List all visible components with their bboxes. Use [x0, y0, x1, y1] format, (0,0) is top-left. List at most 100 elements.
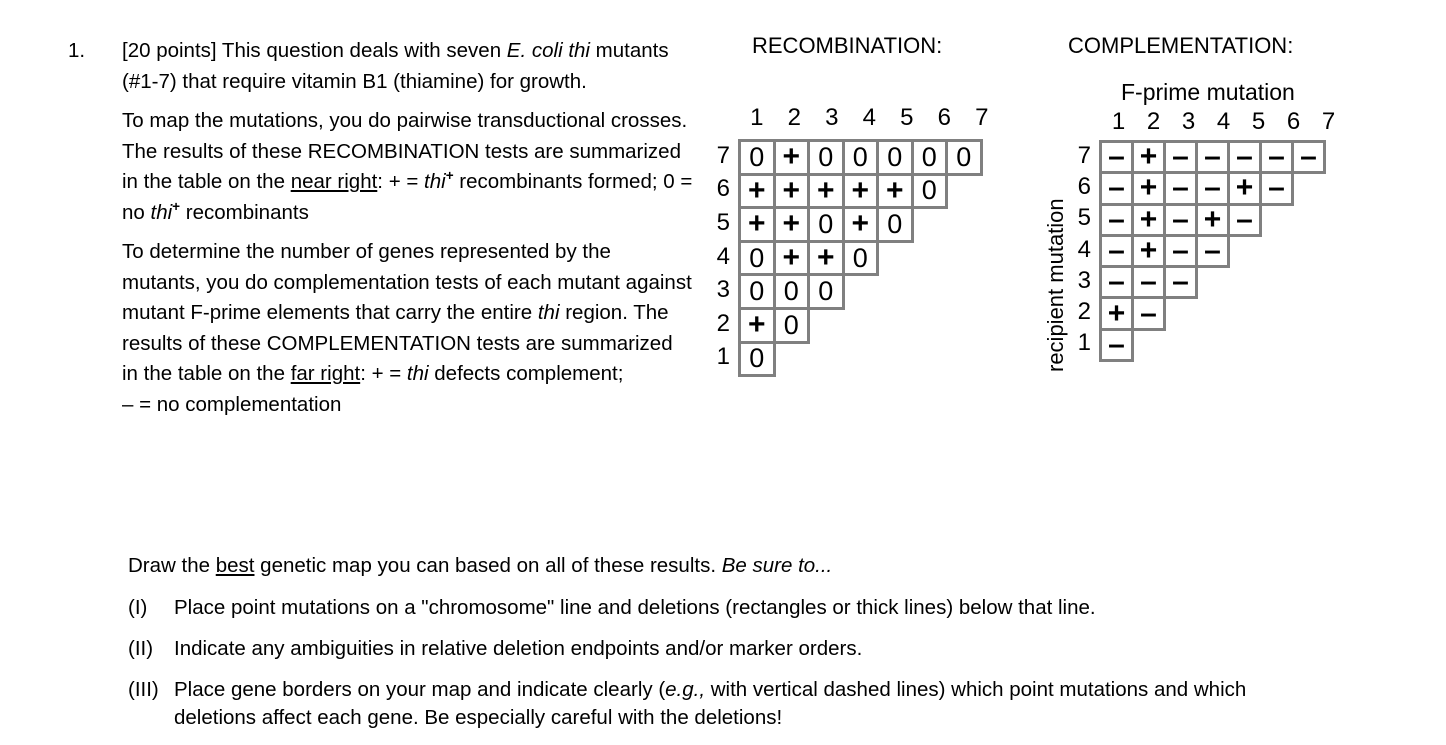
paragraph-recombination-desc-run-3: thi [424, 170, 446, 193]
recombination-cell-3-2[interactable]: 0 [772, 273, 810, 310]
recombination-cell-6-6[interactable]: 0 [910, 172, 948, 210]
complementation-row-label-1: 1 [1077, 329, 1091, 357]
recombination-cell-7-7[interactable]: 0 [945, 139, 983, 176]
complementation-row-label-2: 2 [1077, 298, 1091, 326]
recombination-cell-3-3[interactable]: 0 [807, 273, 845, 310]
complementation-cell-5-2[interactable]: + [1131, 202, 1166, 237]
paragraph-recombination-desc: To map the mutations, you do pairwise tr… [122, 106, 694, 228]
paragraph-complementation-desc: To determine the number of genes represe… [122, 237, 694, 420]
recombination-row-cells-6: +++++0 [738, 172, 948, 210]
complementation-column-header-4: 4 [1216, 108, 1231, 135]
instruction-item-label-2: (II) [128, 637, 154, 660]
complementation-cell-1-1[interactable]: – [1099, 327, 1134, 363]
recombination-title: RECOMBINATION: [752, 33, 943, 58]
complementation-cell-2-2[interactable]: – [1131, 296, 1166, 331]
complementation-row-label-5: 5 [1077, 204, 1091, 232]
recombination-cell-5-3[interactable]: 0 [807, 206, 845, 243]
complementation-row-1: 1– [1065, 327, 1323, 363]
recombination-cell-6-5[interactable]: + [876, 172, 914, 210]
recombination-cell-5-4[interactable]: + [841, 206, 879, 243]
complementation-cell-5-4[interactable]: + [1195, 202, 1230, 237]
recombination-cell-7-4[interactable]: 0 [841, 139, 879, 176]
complementation-cell-4-2[interactable]: + [1131, 233, 1166, 269]
complementation-row-cells-4: –+–– [1099, 233, 1230, 269]
recombination-cell-7-2[interactable]: + [772, 139, 810, 176]
complementation-cell-7-5[interactable]: – [1227, 140, 1262, 175]
complementation-row-label-4: 4 [1077, 235, 1091, 263]
paragraph-complementation-desc-run-7: – = no complementation [122, 392, 342, 416]
recombination-cell-2-2[interactable]: 0 [772, 306, 810, 344]
recombination-cell-5-1[interactable]: + [738, 206, 776, 243]
complementation-row-label-3: 3 [1077, 266, 1091, 294]
complementation-cell-2-1[interactable]: + [1099, 296, 1134, 331]
paragraph-intro-run-1: E. coli thi [506, 39, 590, 62]
complementation-grid: 7–+–––––6–+––+–5–+–+–4–+––3–––2+–1– [1065, 140, 1326, 363]
paragraph-recombination-desc-run-5: recombinants formed; 0 = no [122, 170, 693, 224]
paragraph-recombination-desc-run-7: + [172, 198, 181, 214]
recombination-cell-7-5[interactable]: 0 [876, 139, 914, 176]
complementation-cell-6-5[interactable]: + [1227, 171, 1262, 206]
complementation-cell-7-2[interactable]: + [1131, 140, 1166, 175]
complementation-cell-7-4[interactable]: – [1195, 140, 1230, 175]
complementation-cell-4-4[interactable]: – [1195, 233, 1230, 269]
complementation-cell-6-4[interactable]: – [1195, 171, 1230, 206]
recombination-cell-6-2[interactable]: + [772, 172, 810, 210]
instruction-item-3: (III)Place gene borders on your map and … [128, 676, 1328, 732]
recombination-row-cells-5: ++0+0 [738, 206, 914, 243]
recombination-row-label-1: 1 [716, 343, 730, 371]
instructions-lead-run-3: Be sure to... [721, 554, 833, 577]
instruction-item-text-1-run-0: Place point mutations on a "chromosome" … [174, 596, 1096, 619]
recombination-cell-6-1[interactable]: + [738, 172, 776, 210]
complementation-row-cells-1: – [1099, 327, 1134, 363]
recombination-row-5: 5++0+0 [700, 206, 980, 243]
complementation-cell-7-1[interactable]: – [1099, 140, 1134, 175]
recombination-cell-7-6[interactable]: 0 [910, 139, 948, 176]
recombination-cell-6-4[interactable]: + [841, 172, 879, 210]
complementation-cell-6-3[interactable]: – [1163, 171, 1198, 206]
complementation-cell-3-1[interactable]: – [1099, 265, 1134, 300]
complementation-cell-6-6[interactable]: – [1259, 171, 1294, 206]
recombination-cell-3-1[interactable]: 0 [738, 273, 776, 310]
complementation-row-4: 4–+–– [1065, 233, 1323, 269]
complementation-cell-6-2[interactable]: + [1131, 171, 1166, 206]
recombination-cell-4-4[interactable]: 0 [841, 239, 879, 277]
recombination-cell-2-1[interactable]: + [738, 306, 776, 344]
recombination-cell-4-1[interactable]: 0 [738, 239, 776, 277]
paragraph-complementation-desc-run-5: thi [406, 362, 429, 385]
complementation-row-7: 7–+––––– [1065, 140, 1326, 175]
question-number: 1. [68, 39, 86, 62]
complementation-cell-7-3[interactable]: – [1163, 140, 1198, 175]
complementation-cell-4-1[interactable]: – [1099, 233, 1134, 269]
complementation-cell-7-7[interactable]: – [1291, 140, 1326, 175]
recombination-cell-5-2[interactable]: + [772, 206, 810, 243]
complementation-row-3: 3––– [1065, 265, 1323, 300]
complementation-cell-3-3[interactable]: – [1163, 265, 1198, 300]
paragraph-complementation-desc-run-6: defects complement; [428, 362, 624, 385]
complementation-cell-6-1[interactable]: – [1099, 171, 1134, 206]
complementation-cell-4-3[interactable]: – [1163, 233, 1198, 269]
recombination-column-header-7: 7 [975, 104, 989, 131]
recombination-cell-6-3[interactable]: + [807, 172, 845, 210]
recombination-cell-4-2[interactable]: + [772, 239, 810, 277]
paragraph-recombination-desc-run-2: : + = [377, 170, 425, 193]
complementation-cell-5-5[interactable]: – [1227, 202, 1262, 237]
recombination-cell-7-3[interactable]: 0 [807, 139, 845, 176]
recombination-cell-7-1[interactable]: 0 [738, 139, 776, 176]
complementation-cell-7-6[interactable]: – [1259, 140, 1294, 175]
complementation-cell-5-1[interactable]: – [1099, 202, 1134, 237]
complementation-cell-3-2[interactable]: – [1131, 265, 1166, 300]
instruction-item-text-3: Place gene borders on your map and indic… [174, 676, 1328, 732]
recombination-cell-1-1[interactable]: 0 [738, 340, 776, 378]
recombination-cell-5-5[interactable]: 0 [876, 206, 914, 243]
instructions-lead-run-2: genetic map you can based on all of thes… [254, 554, 722, 577]
recombination-row-6: 6+++++0 [700, 172, 980, 210]
recombination-cell-4-3[interactable]: + [807, 239, 845, 277]
complementation-cell-5-3[interactable]: – [1163, 202, 1198, 237]
instructions-lead-run-0: Draw the [128, 554, 216, 577]
paragraph-intro-run-0: [20 points] This question deals with sev… [122, 39, 507, 62]
paragraph-recombination-desc-run-6: thi [150, 200, 173, 224]
